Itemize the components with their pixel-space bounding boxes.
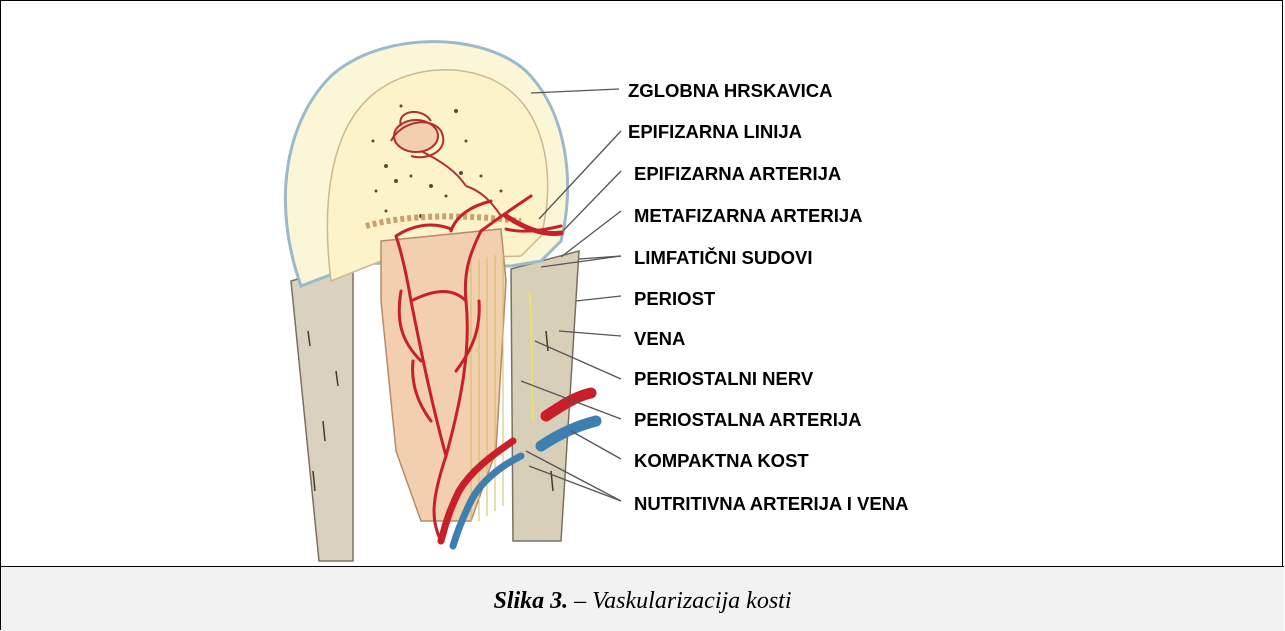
label-group: ZGLOBNA HRSKAVICA EPIFIZARNA LINIJA EPIF… <box>628 80 908 514</box>
label-periosteal-nerve: PERIOSTALNI NERV <box>634 368 814 389</box>
figure-area: ZGLOBNA HRSKAVICA EPIFIZARNA LINIJA EPIF… <box>1 1 1284 567</box>
caption-text: Vaskularizacija kosti <box>592 588 791 614</box>
label-epiphyseal-line: EPIFIZARNA LINIJA <box>628 121 802 142</box>
bone-vascularization-diagram: ZGLOBNA HRSKAVICA EPIFIZARNA LINIJA EPIF… <box>1 1 1284 567</box>
label-periosteal-artery: PERIOSTALNA ARTERIJA <box>634 409 862 430</box>
compact-bone-shaft <box>291 263 353 561</box>
label-compact-bone: KOMPAKTNA KOST <box>634 450 809 471</box>
label-periosteum: PERIOST <box>634 288 716 309</box>
label-metaphyseal-artery: METAFIZARNA ARTERIJA <box>634 205 863 226</box>
figure-caption: Slika 3. – Vaskularizacija kosti <box>1 588 1284 615</box>
label-epiphyseal-artery: EPIFIZARNA ARTERIJA <box>634 163 841 184</box>
label-articular-cartilage: ZGLOBNA HRSKAVICA <box>628 80 833 101</box>
label-nutrient-artery-vein: NUTRITIVNA ARTERIJA I VENA <box>634 493 908 514</box>
label-lymphatic-vessels: LIMFATIČNI SUDOVI <box>634 247 813 268</box>
caption-separator: – <box>568 588 592 614</box>
caption-number: Slika 3. <box>493 588 568 614</box>
caption-bar: Slika 3. – Vaskularizacija kosti <box>1 567 1284 631</box>
bone-illustration <box>285 42 596 561</box>
label-vein: VENA <box>634 328 685 349</box>
